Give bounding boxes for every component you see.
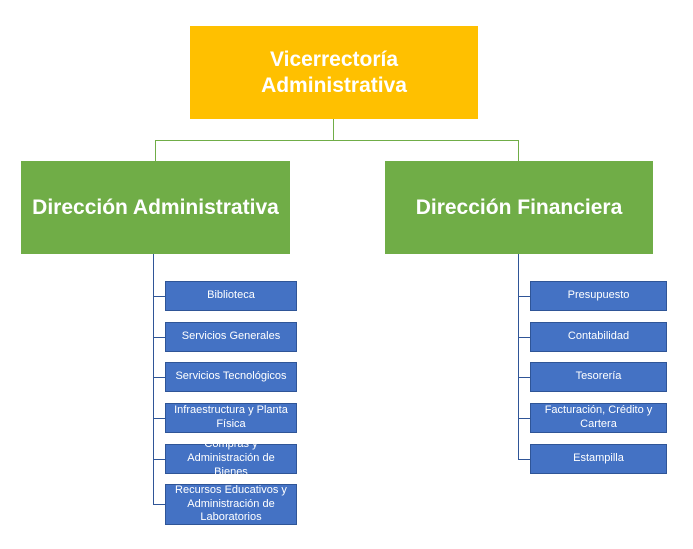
connector-right-leaf-2 xyxy=(518,337,530,338)
leaf-node-biblioteca: Biblioteca xyxy=(165,281,297,311)
connector-left-leaf-5 xyxy=(153,459,165,460)
connector-right-leaf-1 xyxy=(518,296,530,297)
connector-left-leaf-2 xyxy=(153,337,165,338)
connector-right-leaf-4 xyxy=(518,418,530,419)
leaf-node-label: Presupuesto xyxy=(567,289,630,302)
leaf-node-facturacion: Facturación, Crédito y Cartera xyxy=(530,403,667,433)
connector-left-trunk xyxy=(153,254,154,505)
leaf-node-compras: Compras y Administración de Bienes xyxy=(165,438,297,478)
leaf-node-label: Servicios Tecnológicos xyxy=(175,370,287,383)
leaf-node-label: Facturación, Crédito y Cartera xyxy=(544,404,653,430)
connector-left-leaf-6 xyxy=(153,504,165,505)
leaf-node-label: Contabilidad xyxy=(567,330,630,343)
connector-branch-left-vertical xyxy=(155,140,156,161)
root-node: Vicerrectoría Administrativa xyxy=(190,26,478,119)
leaf-node-tesoreria: Tesorería xyxy=(530,362,667,392)
connector-right-leaf-5 xyxy=(518,459,530,460)
branch-node-label: Dirección Financiera xyxy=(415,195,623,219)
leaf-node-label: Tesorería xyxy=(575,370,622,383)
leaf-node-estampilla: Estampilla xyxy=(530,444,667,474)
leaf-node-infraestructura: Infraestructura y Planta Física xyxy=(165,403,297,433)
connector-branches-horizontal xyxy=(155,140,519,141)
leaf-node-servicios-generales: Servicios Generales xyxy=(165,322,297,352)
branch-node-direccion-financiera: Dirección Financiera xyxy=(385,161,653,254)
connector-left-leaf-3 xyxy=(153,377,165,378)
leaf-node-recursos-educativos: Recursos Educativos y Administración de … xyxy=(165,484,297,525)
connector-root-vertical xyxy=(333,119,334,141)
connector-branch-right-vertical xyxy=(518,140,519,161)
leaf-node-label: Infraestructura y Planta Física xyxy=(174,404,288,430)
leaf-node-presupuesto: Presupuesto xyxy=(530,281,667,311)
leaf-node-label: Servicios Generales xyxy=(181,330,281,343)
connector-right-trunk xyxy=(518,254,519,460)
leaf-node-contabilidad: Contabilidad xyxy=(530,322,667,352)
leaf-node-label: Biblioteca xyxy=(207,289,255,302)
branch-node-direccion-administrativa: Dirección Administrativa xyxy=(21,161,290,254)
root-node-label: Vicerrectoría Administrativa xyxy=(261,48,407,97)
connector-left-leaf-1 xyxy=(153,296,165,297)
connector-left-leaf-4 xyxy=(153,418,165,419)
leaf-node-label: Recursos Educativos y Administración de … xyxy=(175,483,287,524)
connector-right-leaf-3 xyxy=(518,377,530,378)
branch-node-label: Dirección Administrativa xyxy=(32,195,279,219)
leaf-node-label: Compras y Administración de Bienes xyxy=(187,438,275,478)
leaf-node-servicios-tecnologicos: Servicios Tecnológicos xyxy=(165,362,297,392)
leaf-node-label: Estampilla xyxy=(573,452,624,465)
